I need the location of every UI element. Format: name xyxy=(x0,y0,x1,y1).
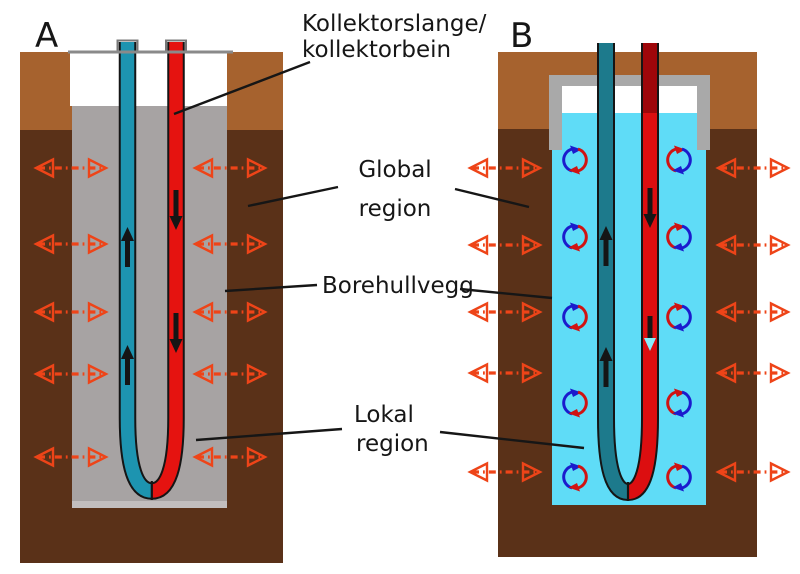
leader-borehole-wall-right xyxy=(459,287,553,300)
label-collector-line1: Kollektorslange/ xyxy=(302,11,487,37)
panel-a-excavation xyxy=(70,52,227,106)
label-local-line2: region xyxy=(356,431,429,457)
leader-local-right xyxy=(439,430,585,450)
panel-b-letter: B xyxy=(510,16,533,56)
panel-a-cold-pipe-up-leg xyxy=(120,42,153,498)
label-collector-line2: kollektorbein xyxy=(302,37,451,63)
leader-lines xyxy=(173,60,585,450)
panel-b-casing-right xyxy=(697,86,710,150)
panel-b-warm-pipe-down-leg xyxy=(626,43,657,499)
panel-b-cold-pipe-up-leg xyxy=(599,43,630,499)
panel-a-borehole-bottom xyxy=(72,501,227,508)
panel-b-casing-top xyxy=(549,75,710,86)
leader-collector xyxy=(173,60,311,116)
label-borehole-wall: Borehullvegg xyxy=(322,273,474,299)
leader-borehole-wall-left xyxy=(224,283,318,293)
panel-a-letter: A xyxy=(35,16,58,56)
panel-a-warm-pipe-down-leg xyxy=(150,42,183,498)
leader-global-left xyxy=(247,185,339,208)
label-local-line1: Lokal xyxy=(354,402,414,428)
label-global-line2: region xyxy=(359,196,432,222)
leader-global-right xyxy=(454,187,530,209)
label-global-line1: Global xyxy=(358,157,431,183)
leader-local-left xyxy=(195,427,343,442)
panel-b-casing-airgap xyxy=(562,86,698,113)
labels: A B Kollektorslange/ kollektorbein Globa… xyxy=(35,11,533,457)
panel-b xyxy=(468,43,790,557)
panel-a xyxy=(20,39,283,563)
panel-b-casing-left xyxy=(549,86,562,150)
